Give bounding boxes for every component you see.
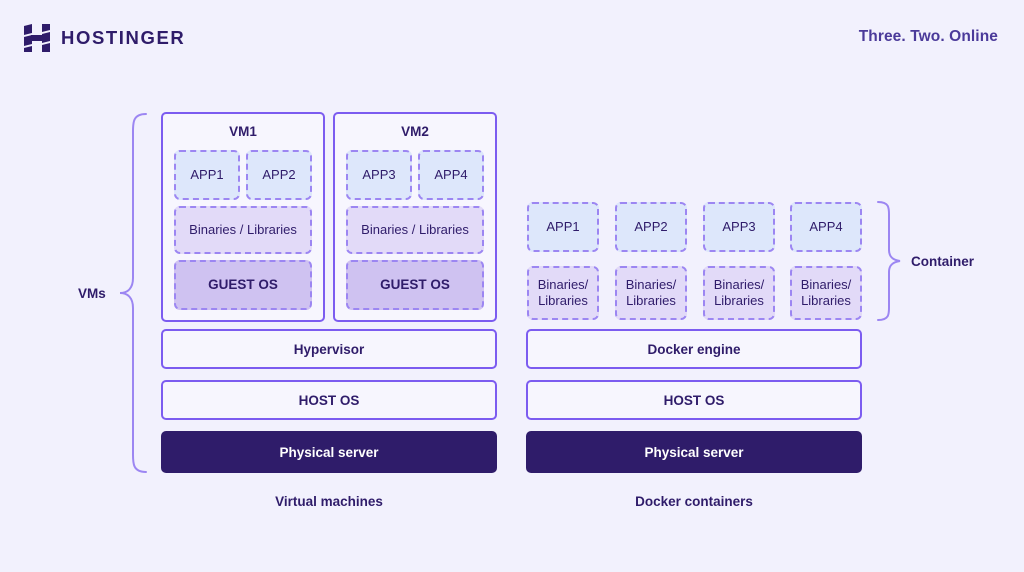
vm1-app1-box: APP1: [174, 150, 240, 200]
container-layer-docker-engine: Docker engine: [526, 329, 862, 369]
vm2-guest-os-box: GUEST OS: [346, 260, 484, 310]
vm2-binaries-box: Binaries / Libraries: [346, 206, 484, 254]
vm2-app4-box: APP4: [418, 150, 484, 200]
vm-card-vm1: VM1 APP1 APP2 Binaries / Libraries GUEST…: [161, 112, 325, 322]
container-docker-engine-label: Docker engine: [647, 341, 741, 357]
vm2-app3-label: APP3: [362, 166, 396, 182]
hostinger-h-logo-icon: [24, 24, 50, 52]
vm-physical-server-label: Physical server: [279, 444, 379, 460]
tagline: Three. Two. Online: [858, 28, 998, 45]
container-col2-binaries-line1: Binaries/: [625, 276, 677, 292]
vm2-guest-os-label: GUEST OS: [380, 276, 450, 292]
vm2-app3-box: APP3: [346, 150, 412, 200]
container-col3-binaries-box: Binaries/ Libraries: [703, 266, 775, 320]
vm1-app2-box: APP2: [246, 150, 312, 200]
container-col1-binaries-line2: Libraries: [538, 293, 588, 308]
container-col1-app-label: APP1: [546, 218, 580, 234]
container-col4-binaries-line2: Libraries: [801, 293, 851, 308]
vm2-app4-label: APP4: [434, 166, 468, 182]
container-host-os-label: HOST OS: [663, 392, 725, 408]
container-col4-app-box: APP4: [790, 202, 862, 252]
vm1-title: VM1: [229, 124, 257, 139]
vm-layer-hypervisor: Hypervisor: [161, 329, 497, 369]
vm-card-vm2: VM2 APP3 APP4 Binaries / Libraries GUEST…: [333, 112, 497, 322]
vm-layer-physical-server: Physical server: [161, 431, 497, 473]
container-group-label: Container: [911, 254, 975, 269]
container-col1-binaries-line1: Binaries/: [537, 276, 589, 292]
container-physical-server-label: Physical server: [644, 444, 744, 460]
vm-layer-host-os: HOST OS: [161, 380, 497, 420]
container-col4-app-label: APP4: [809, 218, 843, 234]
container-col3-app-label: APP3: [722, 218, 756, 234]
page-header: HOSTINGER Three. Two. Online: [0, 0, 1024, 76]
container-layer-host-os: HOST OS: [526, 380, 862, 420]
vm1-app2-label: APP2: [262, 166, 296, 182]
container-col2-binaries-box: Binaries/ Libraries: [615, 266, 687, 320]
container-brace: [876, 200, 906, 322]
vm1-guest-os-box: GUEST OS: [174, 260, 312, 310]
container-col3-app-box: APP3: [703, 202, 775, 252]
caption-docker-containers: Docker containers: [635, 494, 753, 509]
brand-logo: HOSTINGER: [24, 24, 185, 52]
vm1-binaries-label: Binaries / Libraries: [189, 221, 297, 237]
vm1-app1-label: APP1: [190, 166, 224, 182]
container-col3-binaries-line2: Libraries: [714, 293, 764, 308]
vm1-binaries-box: Binaries / Libraries: [174, 206, 312, 254]
container-col2-app-label: APP2: [634, 218, 668, 234]
brand-name: HOSTINGER: [61, 26, 186, 48]
container-col4-binaries-box: Binaries/ Libraries: [790, 266, 862, 320]
container-col3-binaries-line1: Binaries/: [713, 276, 765, 292]
vms-brace: [118, 112, 148, 474]
container-col2-binaries-line2: Libraries: [626, 293, 676, 308]
vm-hypervisor-label: Hypervisor: [293, 341, 365, 357]
vm2-binaries-label: Binaries / Libraries: [361, 221, 469, 237]
vm-host-os-label: HOST OS: [298, 392, 360, 408]
vm1-guest-os-label: GUEST OS: [208, 276, 278, 292]
container-col1-binaries-box: Binaries/ Libraries: [527, 266, 599, 320]
container-col1-app-box: APP1: [527, 202, 599, 252]
container-layer-physical-server: Physical server: [526, 431, 862, 473]
container-col4-binaries-line1: Binaries/: [800, 276, 852, 292]
caption-virtual-machines: Virtual machines: [275, 494, 383, 509]
vm2-title: VM2: [401, 124, 429, 139]
container-col2-app-box: APP2: [615, 202, 687, 252]
vms-group-label: VMs: [78, 286, 106, 301]
